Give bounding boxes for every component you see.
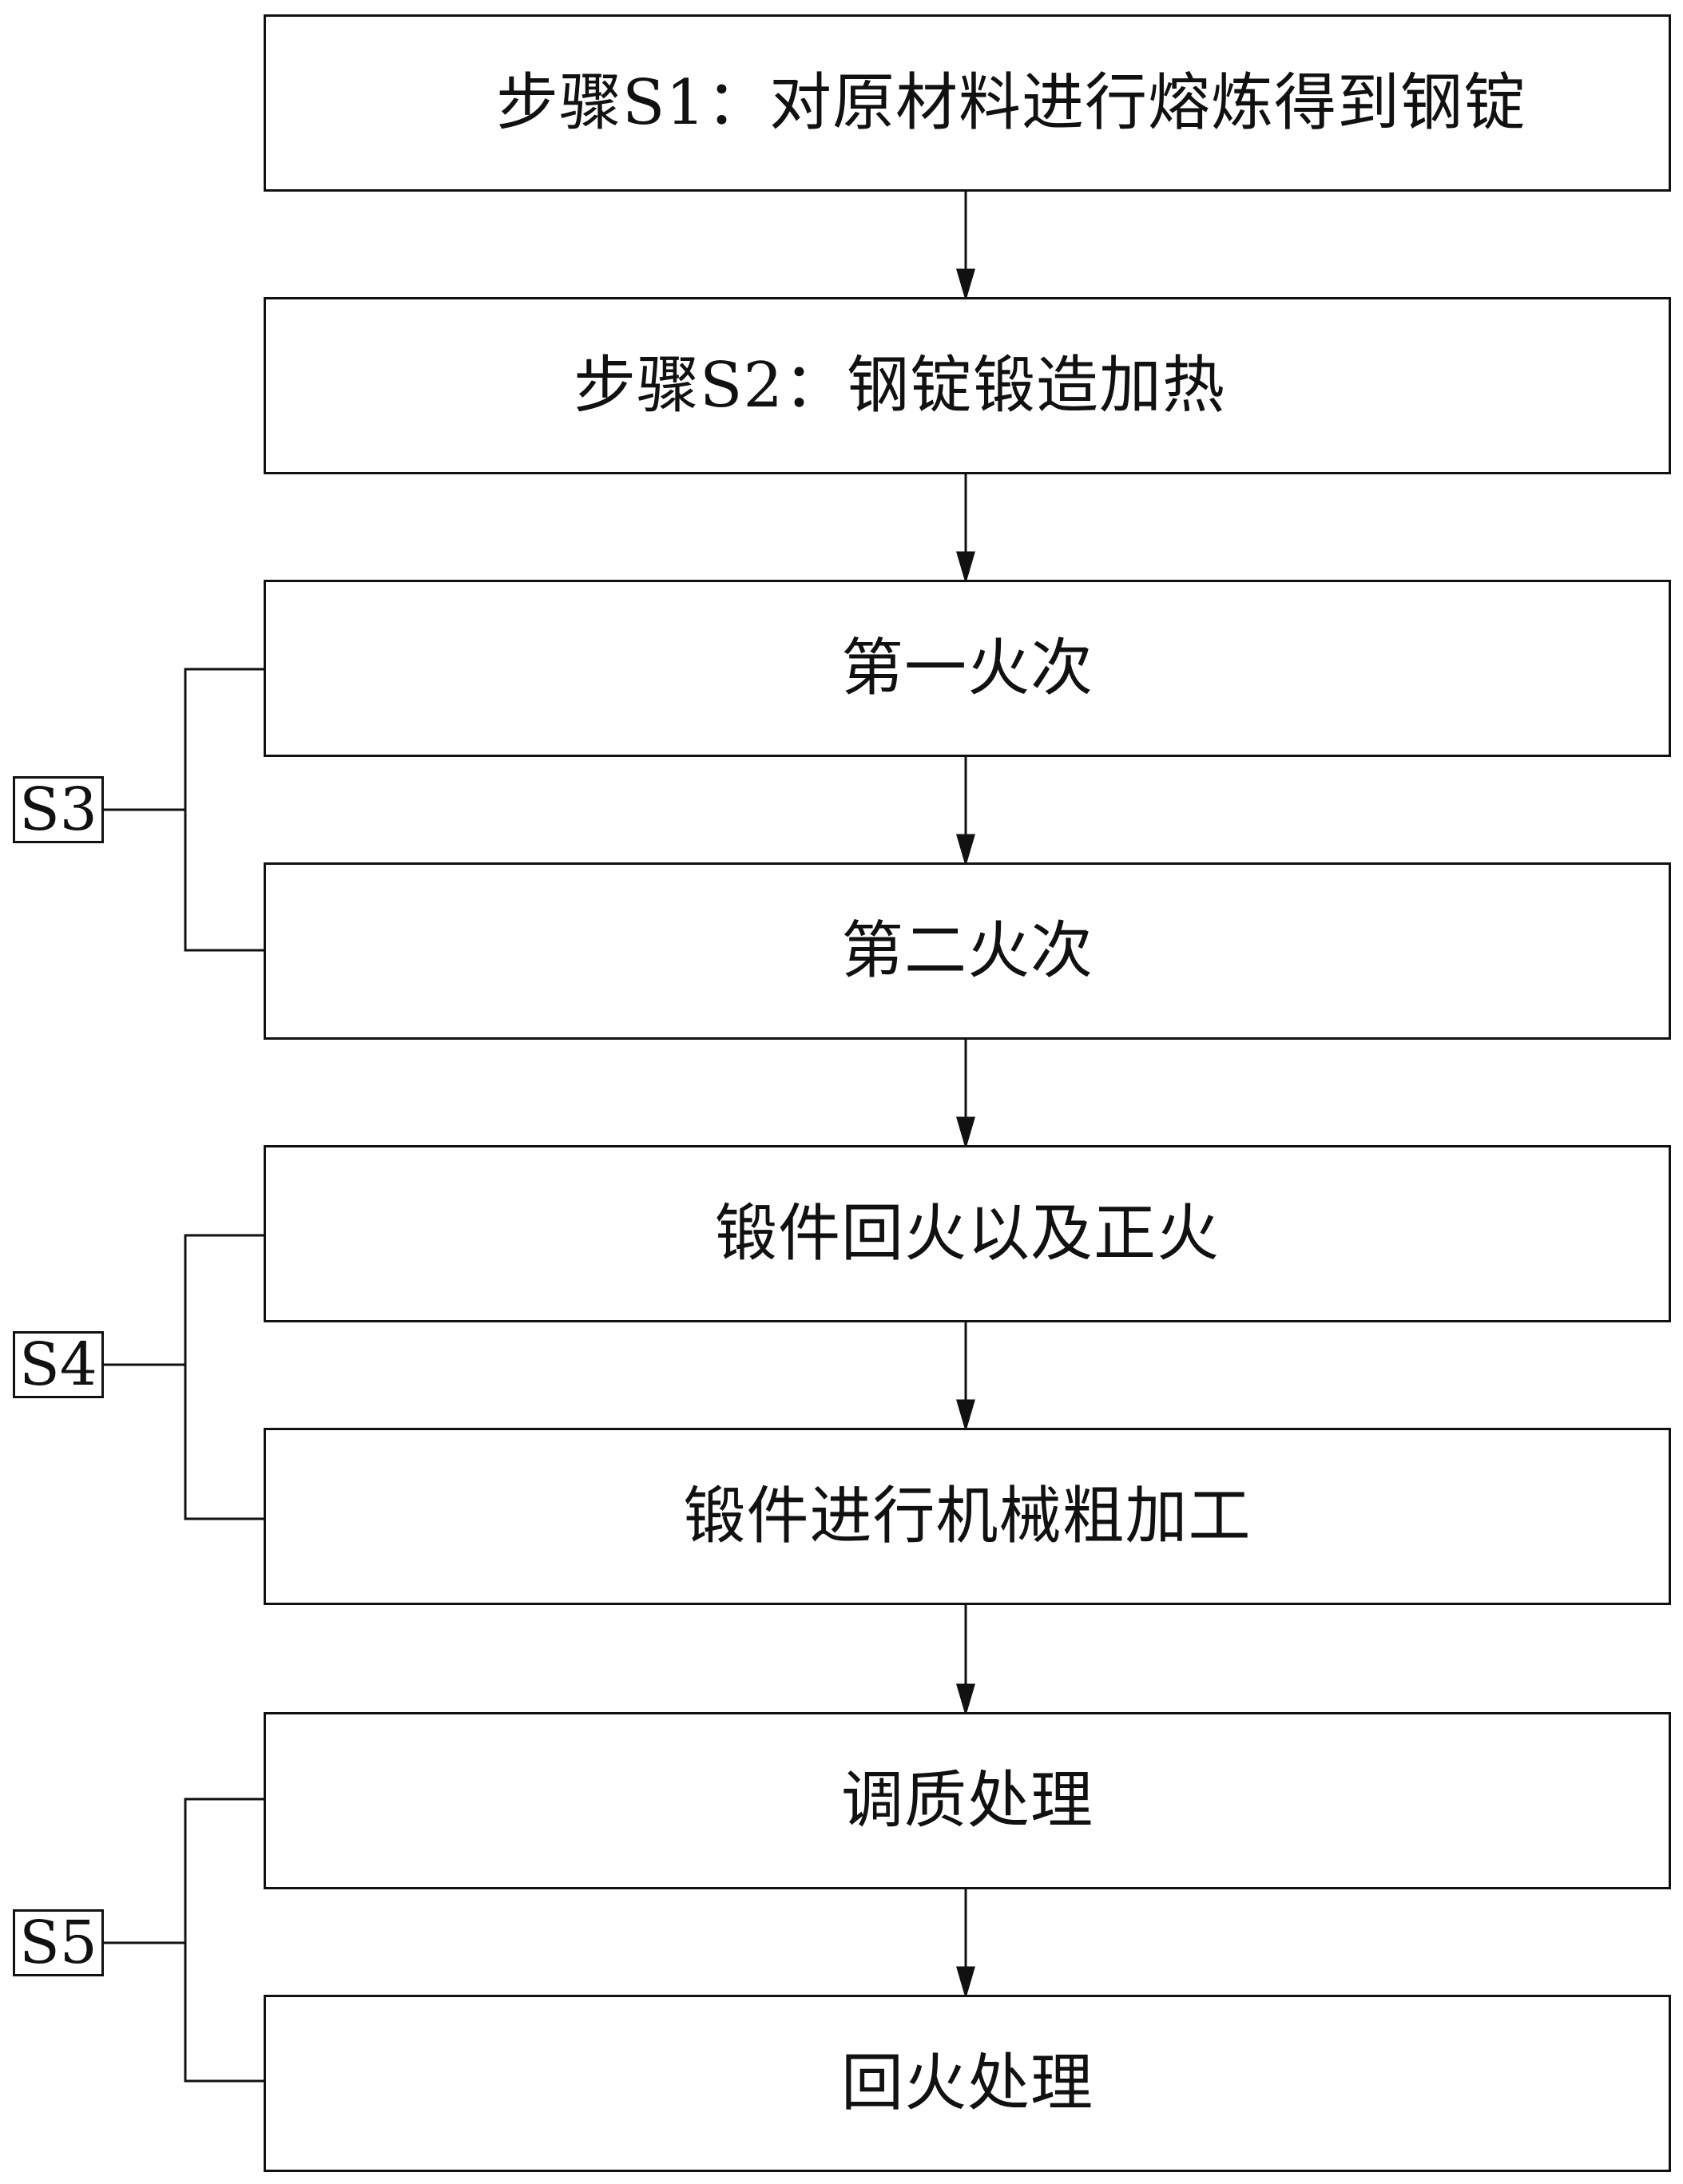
arrow-s2-s3a-head: [955, 551, 976, 585]
group-text-s5: S5: [19, 1909, 97, 1977]
group-label-s5: S5: [13, 1909, 104, 1976]
bracket-s3: [104, 668, 264, 952]
arrow-s3b-s4a-head: [955, 1116, 976, 1150]
group-brackets: [104, 668, 264, 2083]
arrow-s4b-s5a-head: [955, 1683, 976, 1717]
step-label-s3a: 第一火次: [840, 632, 1094, 704]
group-text-s4: S4: [19, 1330, 97, 1399]
bracket-s5: [104, 1798, 264, 2083]
step-box-s1: 步骤S1：对原材料进行熔炼得到钢锭: [264, 14, 1671, 192]
arrow-s3a-s3b-head: [955, 834, 976, 867]
step-label-s4a: 锻件回火以及正火: [714, 1198, 1220, 1270]
arrow-s5a-s5b-head: [955, 1966, 976, 2000]
step-box-s2: 步骤S2：钢锭锻造加热: [264, 297, 1671, 474]
step-label-s4b: 锻件进行机械粗加工: [683, 1480, 1252, 1552]
step-label-s2: 步骤S2：钢锭锻造加热: [573, 350, 1226, 422]
step-label-s5a: 调质处理: [840, 1765, 1094, 1837]
step-box-s3b: 第二火次: [264, 862, 1671, 1040]
flow-arrows: [955, 190, 976, 2000]
step-label-s3b: 第二火次: [840, 915, 1094, 987]
arrow-s1-s2-head: [955, 268, 976, 302]
step-label-s1: 步骤S1：对原材料进行熔炼得到钢锭: [495, 67, 1527, 139]
step-box-s3a: 第一火次: [264, 580, 1671, 757]
group-text-s3: S3: [19, 775, 97, 844]
bracket-s4: [104, 1234, 264, 1520]
step-box-s5b: 回火处理: [264, 1995, 1671, 2172]
group-label-s3: S3: [13, 776, 104, 843]
step-box-s4a: 锻件回火以及正火: [264, 1145, 1671, 1322]
step-box-s5a: 调质处理: [264, 1712, 1671, 1889]
step-box-s4b: 锻件进行机械粗加工: [264, 1428, 1671, 1605]
arrow-s4a-s4b-head: [955, 1399, 976, 1433]
group-label-s4: S4: [13, 1331, 104, 1398]
step-label-s5b: 回火处理: [840, 2047, 1094, 2119]
